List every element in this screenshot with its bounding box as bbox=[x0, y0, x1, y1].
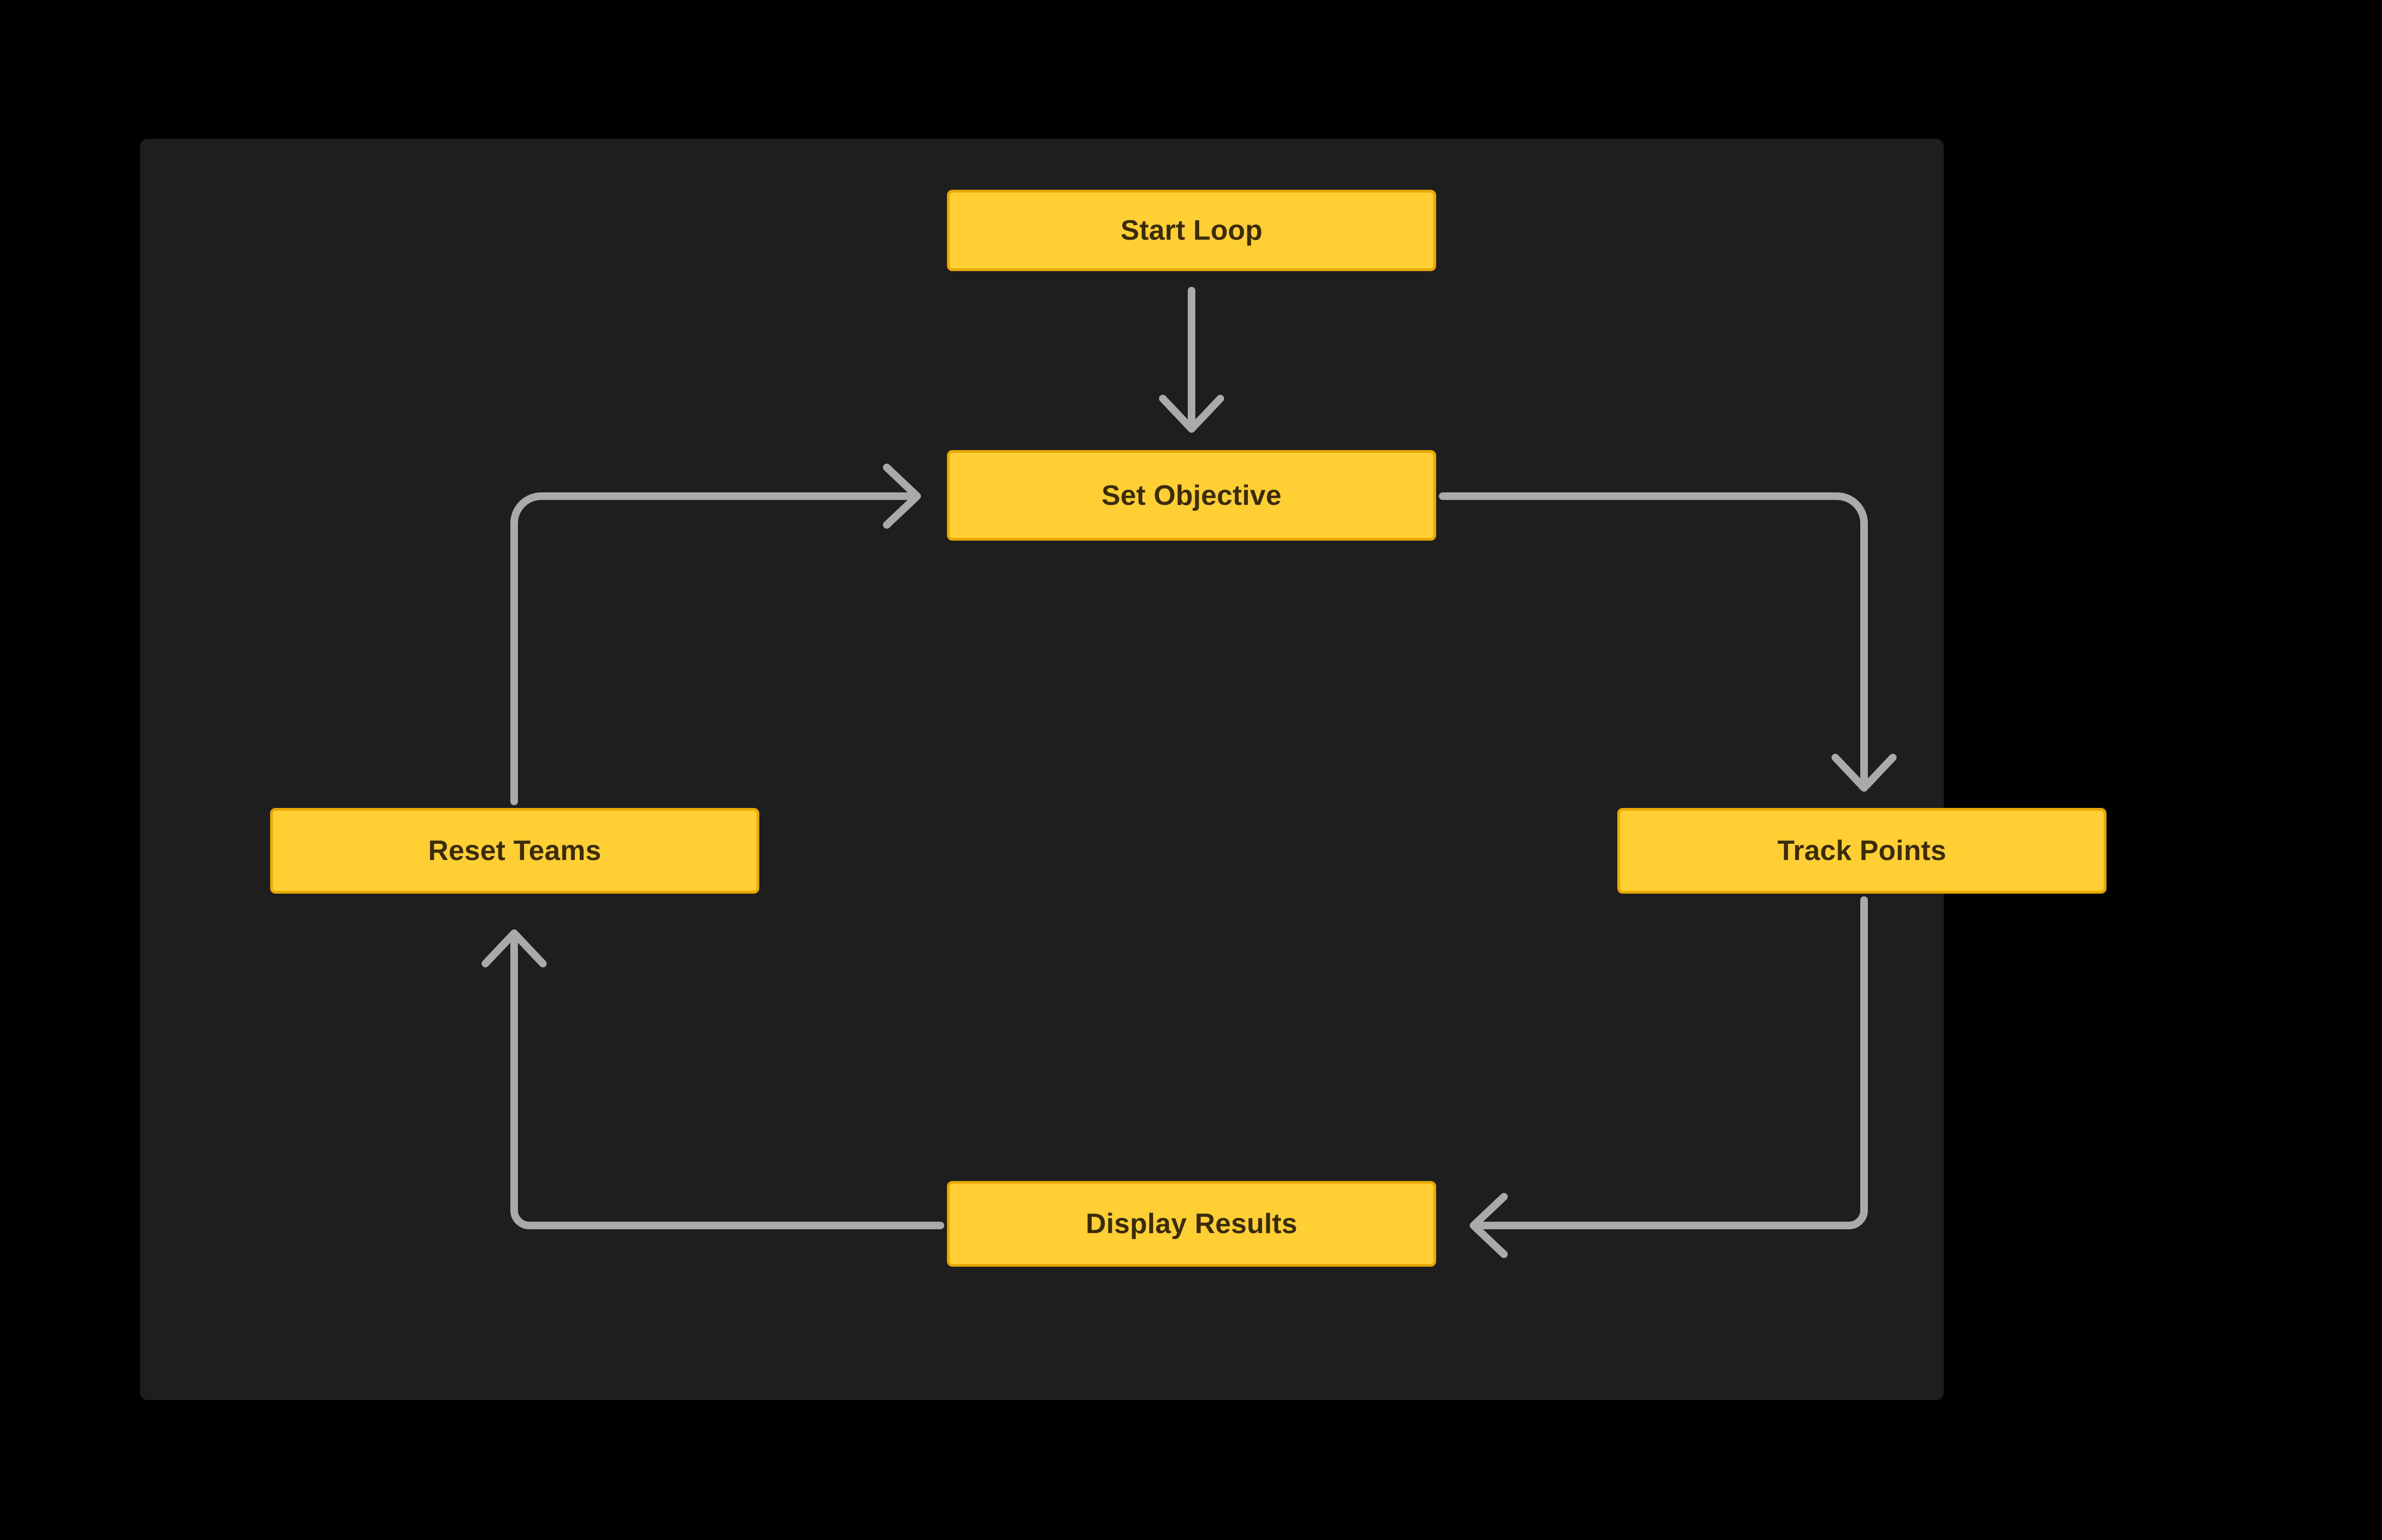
node-display-results-label: Display Results bbox=[1085, 1208, 1298, 1240]
node-display-results[interactable]: Display Results bbox=[947, 1181, 1436, 1267]
node-track-points-label: Track Points bbox=[1777, 835, 1946, 867]
node-start-loop-label: Start Loop bbox=[1120, 215, 1263, 246]
node-reset-teams[interactable]: Reset Teams bbox=[270, 808, 759, 894]
node-set-objective[interactable]: Set Objective bbox=[947, 450, 1436, 541]
node-track-points[interactable]: Track Points bbox=[1617, 808, 2106, 894]
node-reset-teams-label: Reset Teams bbox=[428, 835, 601, 867]
node-start-loop[interactable]: Start Loop bbox=[947, 190, 1436, 271]
node-set-objective-label: Set Objective bbox=[1101, 479, 1282, 511]
